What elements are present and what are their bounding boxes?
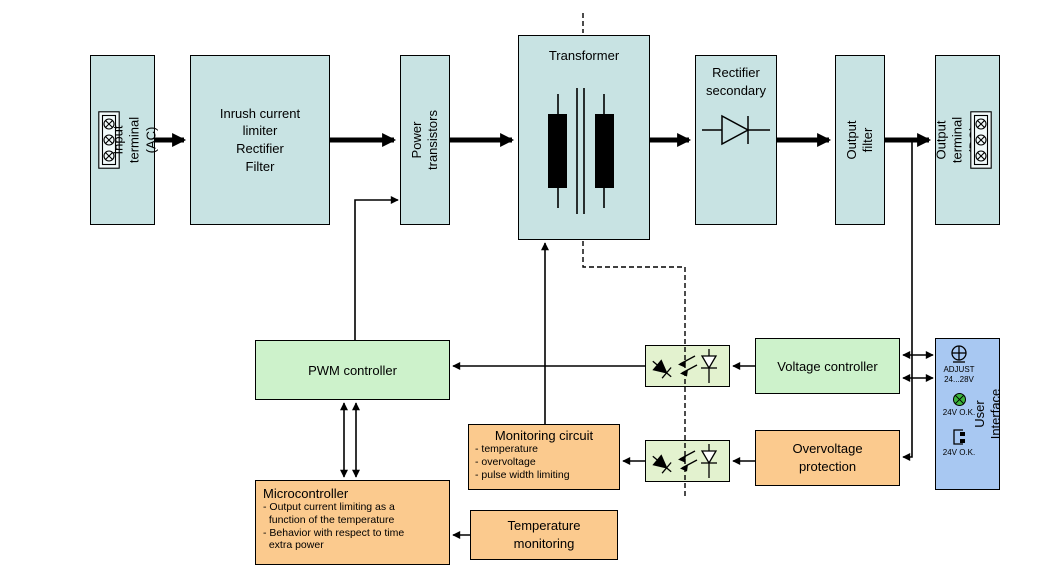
transformer-label: Transformer — [548, 48, 620, 63]
ok-led-icon — [952, 393, 966, 407]
block-user-interface: ADJUST 24...28V 24V O.K. 24V O.K. User I… — [935, 338, 1003, 490]
relay-contact-icon — [953, 428, 965, 445]
adjust-label: ADJUST — [943, 365, 975, 374]
user-interface-controls: ADJUST 24...28V 24V O.K. 24V O.K. — [938, 344, 980, 457]
block-monitoring-circuit: Monitoring circuit - temperature - overv… — [468, 424, 620, 490]
voltage-controller-label: Voltage controller — [777, 358, 878, 374]
transformer-winding-icon — [548, 88, 614, 214]
block-input-terminal: Input terminal (AC) — [90, 55, 158, 225]
ok-label-1: 24V O.K. — [942, 408, 976, 418]
arrow-output-feedback-to-ovp — [902, 140, 913, 461]
microcontroller-title: Microcontroller — [263, 486, 349, 501]
arrow-pwm-to-transistors — [354, 196, 399, 340]
block-pwm-controller: PWM controller — [255, 340, 450, 400]
temperature-monitoring-label: Temperature monitoring — [507, 518, 581, 551]
adjust-range-label: 24...28V — [944, 375, 974, 385]
inrush-limiter-label: Inrush current limiter Rectifier Filter — [219, 105, 301, 174]
block-microcontroller: Microcontroller - Output current limitin… — [255, 480, 450, 565]
block-power-transistors: Power transistors — [400, 55, 450, 225]
input-terminal-label: Input terminal (AC) — [110, 116, 159, 164]
dc-terminal-block-icon — [970, 111, 992, 169]
block-rectifier-secondary: Rectifier secondary — [695, 55, 777, 225]
block-output-filter: Output filter — [835, 55, 885, 225]
optocoupler-icon — [652, 444, 718, 478]
monitoring-circuit-items: - temperature - overvoltage - pulse widt… — [475, 443, 570, 481]
monitoring-circuit-title: Monitoring circuit — [494, 428, 594, 443]
adjust-potentiometer-icon — [951, 345, 967, 363]
block-overvoltage-protection: Overvoltage protection — [755, 430, 900, 486]
microcontroller-items: - Output current limiting as a function … — [263, 501, 405, 552]
output-filter-label: Output filter — [843, 120, 875, 160]
ac-terminal-block-icon — [98, 111, 120, 169]
optocoupler-lower — [645, 440, 730, 482]
block-inrush-limiter: Inrush current limiter Rectifier Filter — [190, 55, 330, 225]
overvoltage-protection-label: Overvoltage protection — [792, 441, 863, 474]
power-transistors-label: Power transistors — [408, 110, 440, 170]
block-output-terminal: Output terminal (DC) — [934, 55, 1000, 225]
ok-label-2: 24V O.K. — [942, 447, 976, 457]
user-interface-label: User Interface — [971, 388, 1003, 440]
optocoupler-upper — [645, 345, 730, 387]
optocoupler-icon — [652, 349, 718, 383]
block-voltage-controller: Voltage controller — [755, 338, 900, 394]
diode-icon — [702, 114, 770, 146]
block-temperature-monitoring: Temperature monitoring — [470, 510, 618, 560]
block-transformer: Transformer — [518, 35, 650, 240]
rectifier-secondary-label: Rectifier secondary — [706, 65, 766, 98]
pwm-controller-label: PWM controller — [308, 362, 397, 378]
